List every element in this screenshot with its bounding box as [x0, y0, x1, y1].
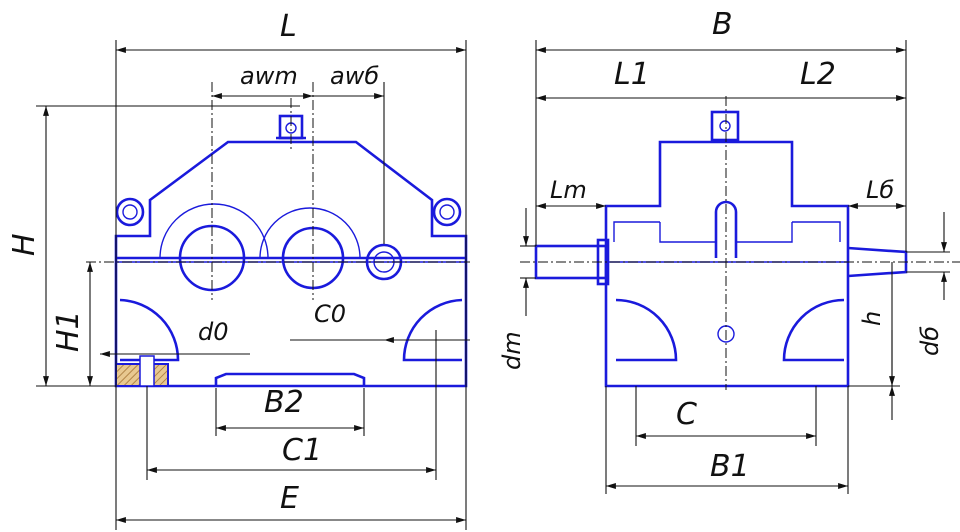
- label-B2: B2: [264, 385, 304, 420]
- label-C1: C1: [282, 433, 322, 468]
- front-view: [86, 82, 470, 388]
- label-E: E: [280, 481, 299, 516]
- lift-lug-left: [115, 197, 145, 227]
- boss-left: [159, 203, 269, 259]
- label-C: C: [676, 397, 697, 432]
- label-L: L: [280, 9, 297, 44]
- side-foot-left: [615, 298, 678, 362]
- lift-lug-right: [432, 197, 462, 227]
- side-upper-housing: [604, 140, 850, 258]
- label-Lm: Lm: [550, 176, 587, 204]
- label-L1: L1: [614, 57, 650, 92]
- label-H1: H1: [51, 310, 86, 352]
- side-breather: [710, 110, 740, 142]
- label-db: dб: [916, 326, 944, 356]
- foot-cutout-right: [402, 298, 463, 362]
- front-dimensions: [36, 40, 470, 530]
- label-Lb: Lб: [866, 176, 894, 204]
- boss-right: [259, 207, 361, 259]
- side-view: [520, 96, 960, 390]
- label-H: H: [7, 233, 42, 256]
- label-awm: awm: [240, 62, 298, 90]
- label-B1: B1: [710, 449, 750, 484]
- label-awb: awб: [330, 62, 379, 90]
- label-L2: L2: [800, 57, 836, 92]
- base-recess: [214, 372, 366, 386]
- front-housing: [114, 140, 468, 388]
- side-rib: [714, 200, 738, 258]
- label-dm: dm: [498, 331, 526, 370]
- foot-cutout-left: [119, 298, 180, 362]
- label-d0: d0: [198, 318, 229, 346]
- side-dimensions: [520, 40, 950, 494]
- side-lower-housing: [604, 258, 850, 388]
- label-C0: C0: [314, 300, 346, 328]
- label-B: B: [712, 7, 733, 42]
- dimension-labels: L awm awб H H1 d0 C0 B2 C1 E B L1 L2 Lm …: [7, 7, 944, 516]
- label-h: h: [858, 311, 886, 326]
